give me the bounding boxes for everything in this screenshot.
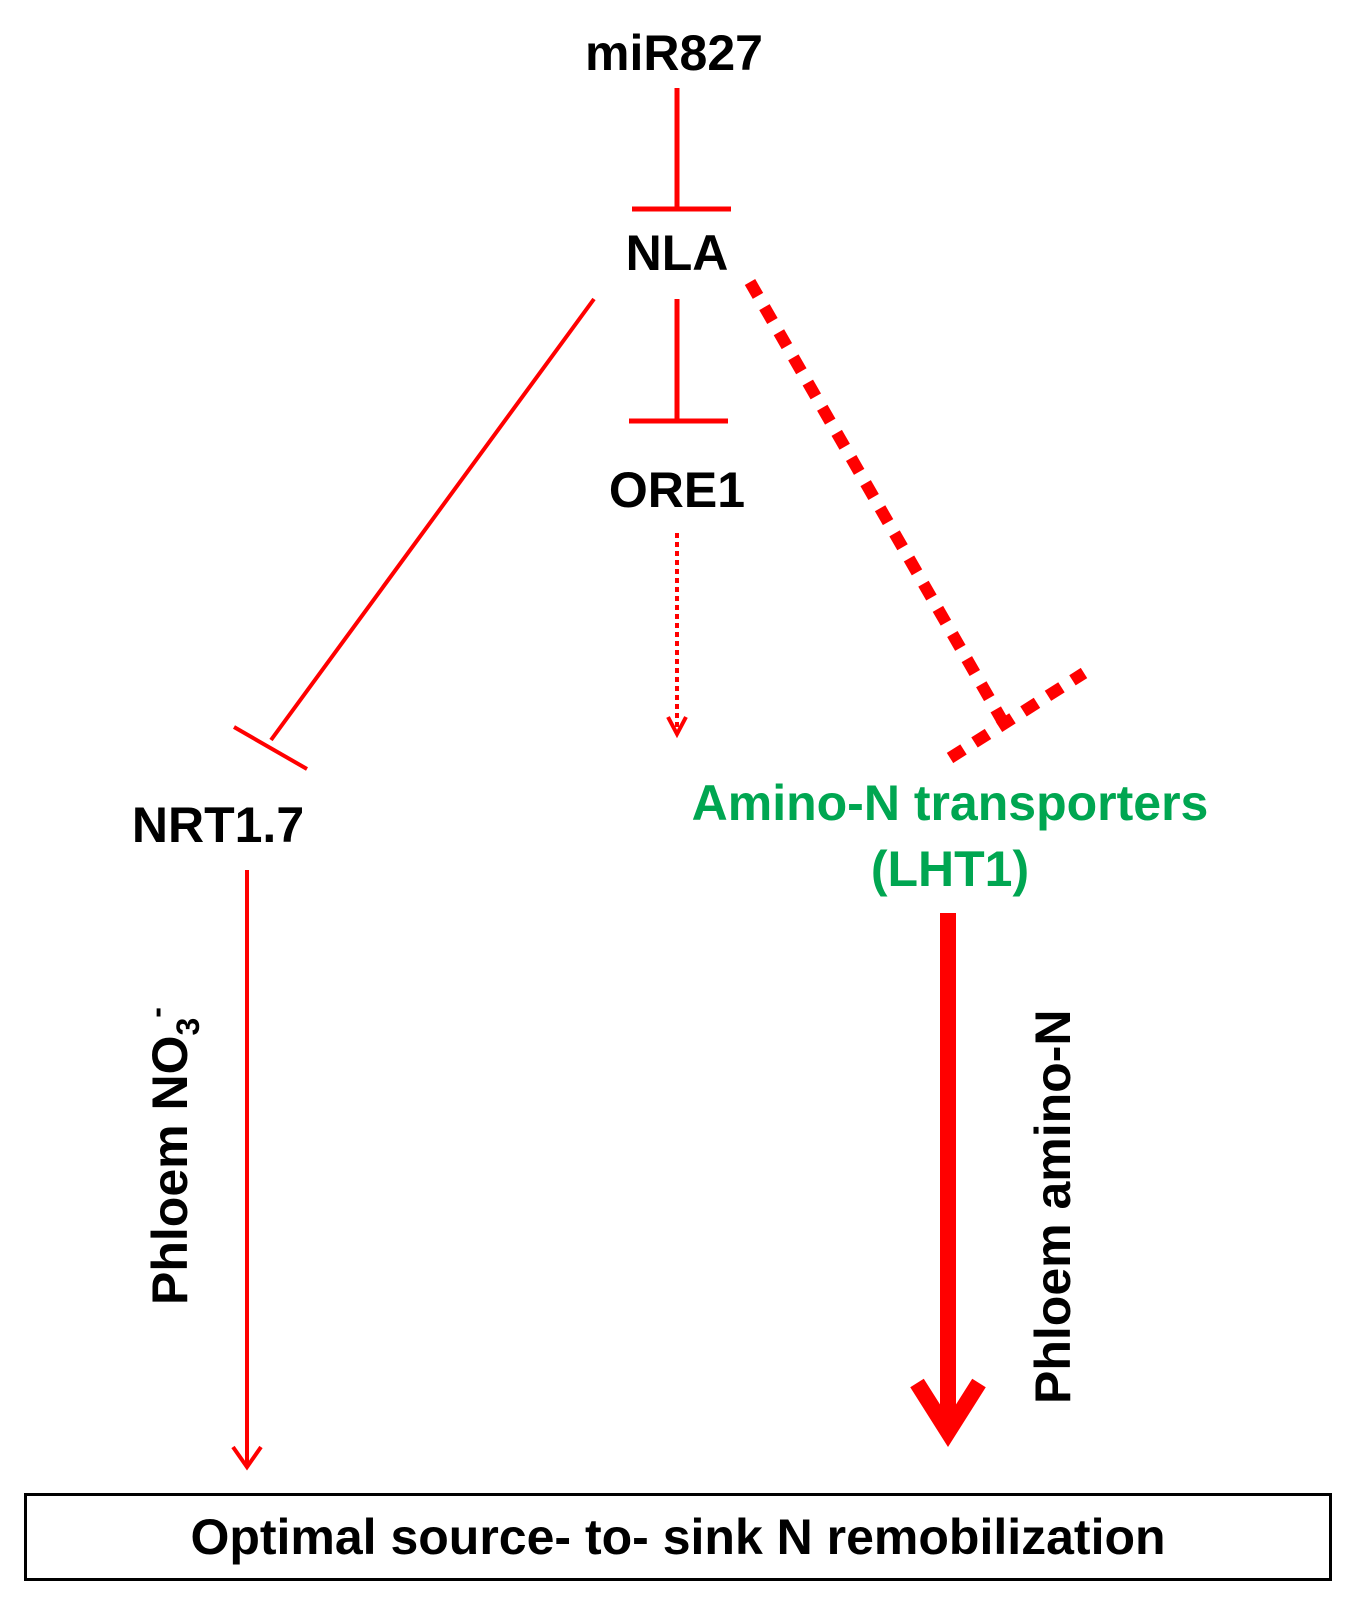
ore1-label: ORE1 xyxy=(609,462,745,518)
nla-inhibits-ore1 xyxy=(629,299,728,424)
nitrate-subscript: 3 xyxy=(170,1018,206,1036)
outcome-box: Optimal source- to- sink N remobilizatio… xyxy=(24,1493,1332,1581)
nrt17-to-outcome-arrow xyxy=(231,870,263,1471)
nla-inhibits-amino-transporters xyxy=(744,279,1088,764)
phloem-nitrate-label: Phloem NO3- xyxy=(138,1007,206,1305)
mir827-label: miR827 xyxy=(585,25,763,81)
nitrate-superscript: - xyxy=(138,1007,174,1018)
phloem-nitrate-prefix: Phloem NO xyxy=(142,1036,198,1305)
phloem-amino-label: Phloem amino-N xyxy=(1025,1010,1081,1404)
lht1-label: (LHT1) xyxy=(871,841,1029,897)
nla-inhibits-nrt17 xyxy=(233,297,596,771)
amino-transporters-to-outcome-arrow xyxy=(910,913,986,1447)
nla-label: NLA xyxy=(626,225,729,281)
amino-transporters-label: Amino-N transporters xyxy=(692,775,1209,831)
ore1-activates-amino-transporters xyxy=(666,533,688,739)
nrt17-label: NRT1.7 xyxy=(132,797,304,853)
mir827-inhibits-nla xyxy=(632,88,731,212)
outcome-label: Optimal source- to- sink N remobilizatio… xyxy=(190,1509,1166,1565)
